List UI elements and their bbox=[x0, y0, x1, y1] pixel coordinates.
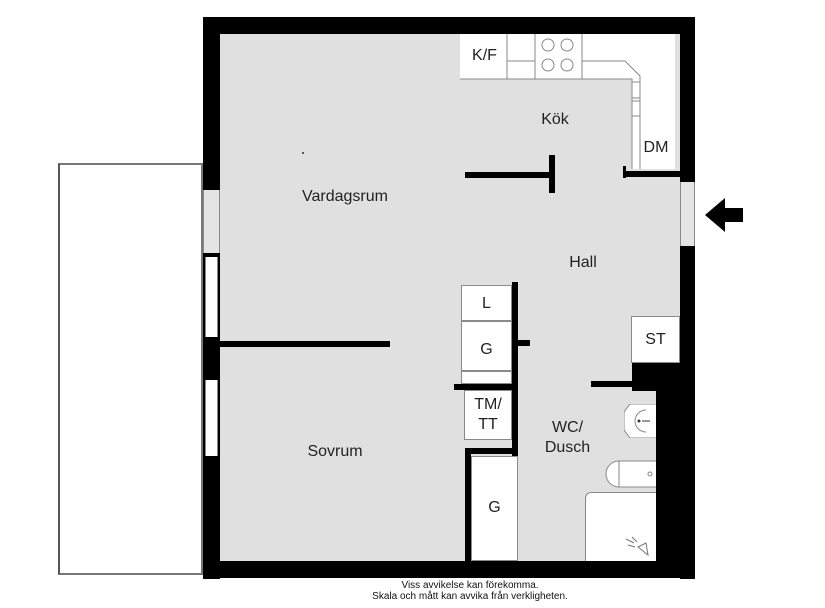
closet-l bbox=[461, 285, 512, 321]
dm-wall-end bbox=[623, 166, 626, 178]
closet-g bbox=[461, 321, 512, 371]
bath-wall-thick bbox=[656, 391, 680, 561]
closet-tmtt bbox=[464, 390, 512, 440]
dot-mark bbox=[302, 152, 304, 154]
outer-wall-top bbox=[203, 17, 695, 34]
sink-icon bbox=[623, 403, 656, 439]
room-bath-l2: Dusch bbox=[544, 439, 591, 456]
shower-area bbox=[585, 492, 656, 561]
wardrobe-wall-left bbox=[465, 448, 471, 562]
wall-stub bbox=[203, 337, 220, 380]
room-kitchen: Kök bbox=[541, 111, 569, 128]
arrow-left-icon bbox=[705, 198, 743, 232]
room-hall: Hall bbox=[569, 254, 597, 271]
dm-wall bbox=[623, 171, 681, 177]
window-left-upper bbox=[205, 257, 218, 337]
shower-head-icon bbox=[624, 535, 652, 557]
fixture-kf: K/F bbox=[472, 47, 497, 64]
bath-door-wall bbox=[591, 381, 633, 387]
storage-st bbox=[631, 316, 680, 363]
room-bath-l1: WC/ bbox=[551, 419, 584, 436]
fixture-g-bedroom: G bbox=[488, 499, 501, 516]
closet-wall-horizontal bbox=[454, 384, 518, 390]
entrance-door[interactable] bbox=[680, 182, 695, 246]
fixture-dm: DM bbox=[643, 139, 669, 156]
entrance-arrow bbox=[705, 198, 745, 232]
kitchen-wall-horizontal bbox=[465, 172, 555, 178]
toilet-icon bbox=[605, 460, 656, 488]
outer-wall-bottom bbox=[203, 561, 695, 578]
disclaimer-line2: Skala och mått kan avvika från verklighe… bbox=[372, 591, 568, 602]
fixture-l: L bbox=[482, 295, 491, 312]
outer-wall-right bbox=[680, 17, 695, 579]
fixture-g-hall: G bbox=[480, 341, 493, 358]
fixture-tm: TM/ bbox=[474, 396, 502, 413]
fixture-st: ST bbox=[645, 331, 666, 348]
fixture-tt: TT bbox=[478, 416, 498, 433]
closet-bedroom-g bbox=[471, 456, 518, 561]
closet-wall-nub bbox=[518, 340, 530, 346]
closet-strip bbox=[461, 371, 512, 384]
balcony bbox=[58, 163, 203, 575]
room-living: Vardagsrum bbox=[302, 188, 388, 205]
bedroom-wall bbox=[220, 341, 390, 347]
kitchen-counter bbox=[460, 34, 680, 169]
window-left-lower bbox=[205, 380, 218, 456]
bath-wall-right bbox=[632, 363, 680, 391]
closet-wall-right bbox=[512, 282, 518, 562]
floor-area bbox=[220, 34, 680, 561]
wardrobe-wall bbox=[465, 448, 518, 454]
balcony-door[interactable] bbox=[203, 190, 220, 253]
room-bedroom: Sovrum bbox=[307, 443, 363, 460]
disclaimer-line1: Viss avvikelse kan förekomma. bbox=[401, 580, 539, 591]
kitchen-wall-vertical bbox=[549, 155, 555, 193]
